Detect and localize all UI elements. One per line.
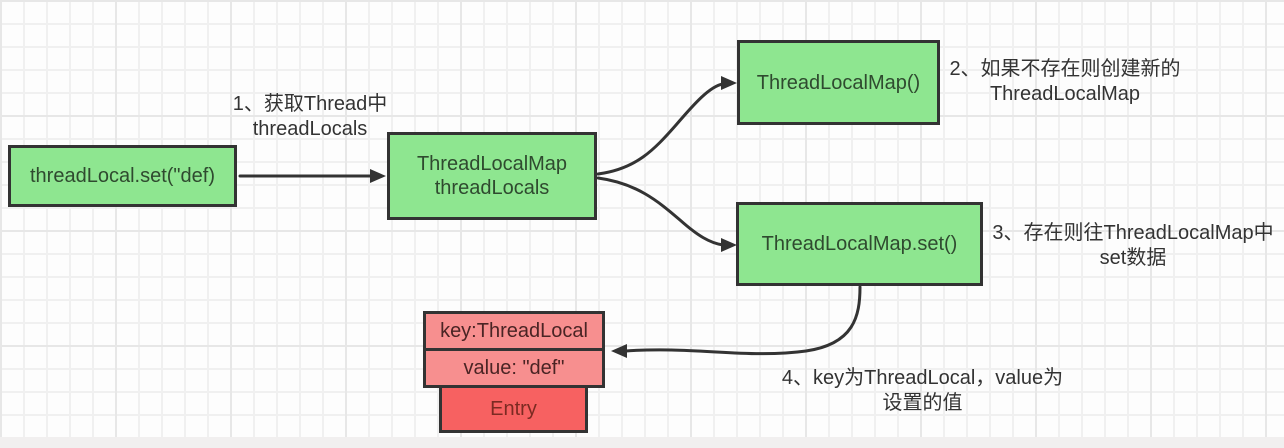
annotation-step2: 2、如果不存在则创建新的 ThreadLocalMap: [935, 57, 1195, 107]
annotation-step4-line1: 4、key为ThreadLocal，value为: [781, 367, 1064, 389]
node-entry-value-label: value: "def": [463, 357, 565, 379]
annotation-step4-line2: 设置的值: [882, 392, 963, 414]
arrowhead-icon: [370, 169, 386, 183]
node-entry-key-label: key:ThreadLocal: [440, 320, 588, 342]
annotation-step3: 3、存在则往ThreadLocalMap中 set数据: [982, 221, 1284, 271]
annotation-step1-line1: 1、获取Thread中: [232, 93, 388, 115]
annotation-step3-line1: 3、存在则往ThreadLocalMap中: [992, 222, 1274, 244]
annotation-step2-line1: 2、如果不存在则创建新的: [949, 58, 1181, 80]
annotation-step1-line2: threadLocals: [252, 118, 368, 140]
arrow-threadlocals-to-mapset: [596, 176, 725, 247]
node-entry: Entry: [439, 385, 588, 433]
node-new-threadlocalmap: ThreadLocalMap(): [737, 40, 940, 125]
node-new-threadlocalmap-label: ThreadLocalMap(): [756, 71, 921, 94]
annotation-step4: 4、key为ThreadLocal，value为 设置的值: [770, 366, 1075, 416]
node-threadlocalmap-set: ThreadLocalMap.set(): [736, 202, 983, 286]
arrow-mapset-to-entry: [624, 285, 862, 356]
annotation-step2-line2: ThreadLocalMap: [989, 83, 1141, 105]
node-threadlocalmap-line2: threadLocals: [434, 177, 550, 199]
node-threadlocalmap-set-label: ThreadLocalMap.set(): [761, 233, 958, 255]
node-threadlocal-set: threadLocal.set("def): [8, 145, 237, 207]
node-entry-label: Entry: [490, 398, 537, 420]
node-entry-value: value: "def": [423, 348, 605, 388]
arrowhead-icon: [611, 344, 627, 358]
arrowhead-icon: [721, 238, 737, 252]
bottom-strip: [0, 437, 1284, 448]
arrowhead-icon: [721, 76, 737, 90]
arrow-threadlocals-to-newmap: [596, 82, 725, 176]
node-threadlocalmap-threadlocals: ThreadLocalMap threadLocals: [387, 132, 597, 220]
node-threadlocalmap-line1: ThreadLocalMap: [416, 153, 568, 175]
annotation-step3-line2: set数据: [1099, 247, 1167, 269]
node-entry-key: key:ThreadLocal: [423, 311, 605, 351]
annotation-step1: 1、获取Thread中 threadLocals: [215, 92, 405, 142]
node-threadlocal-set-label: threadLocal.set("def): [30, 165, 215, 187]
